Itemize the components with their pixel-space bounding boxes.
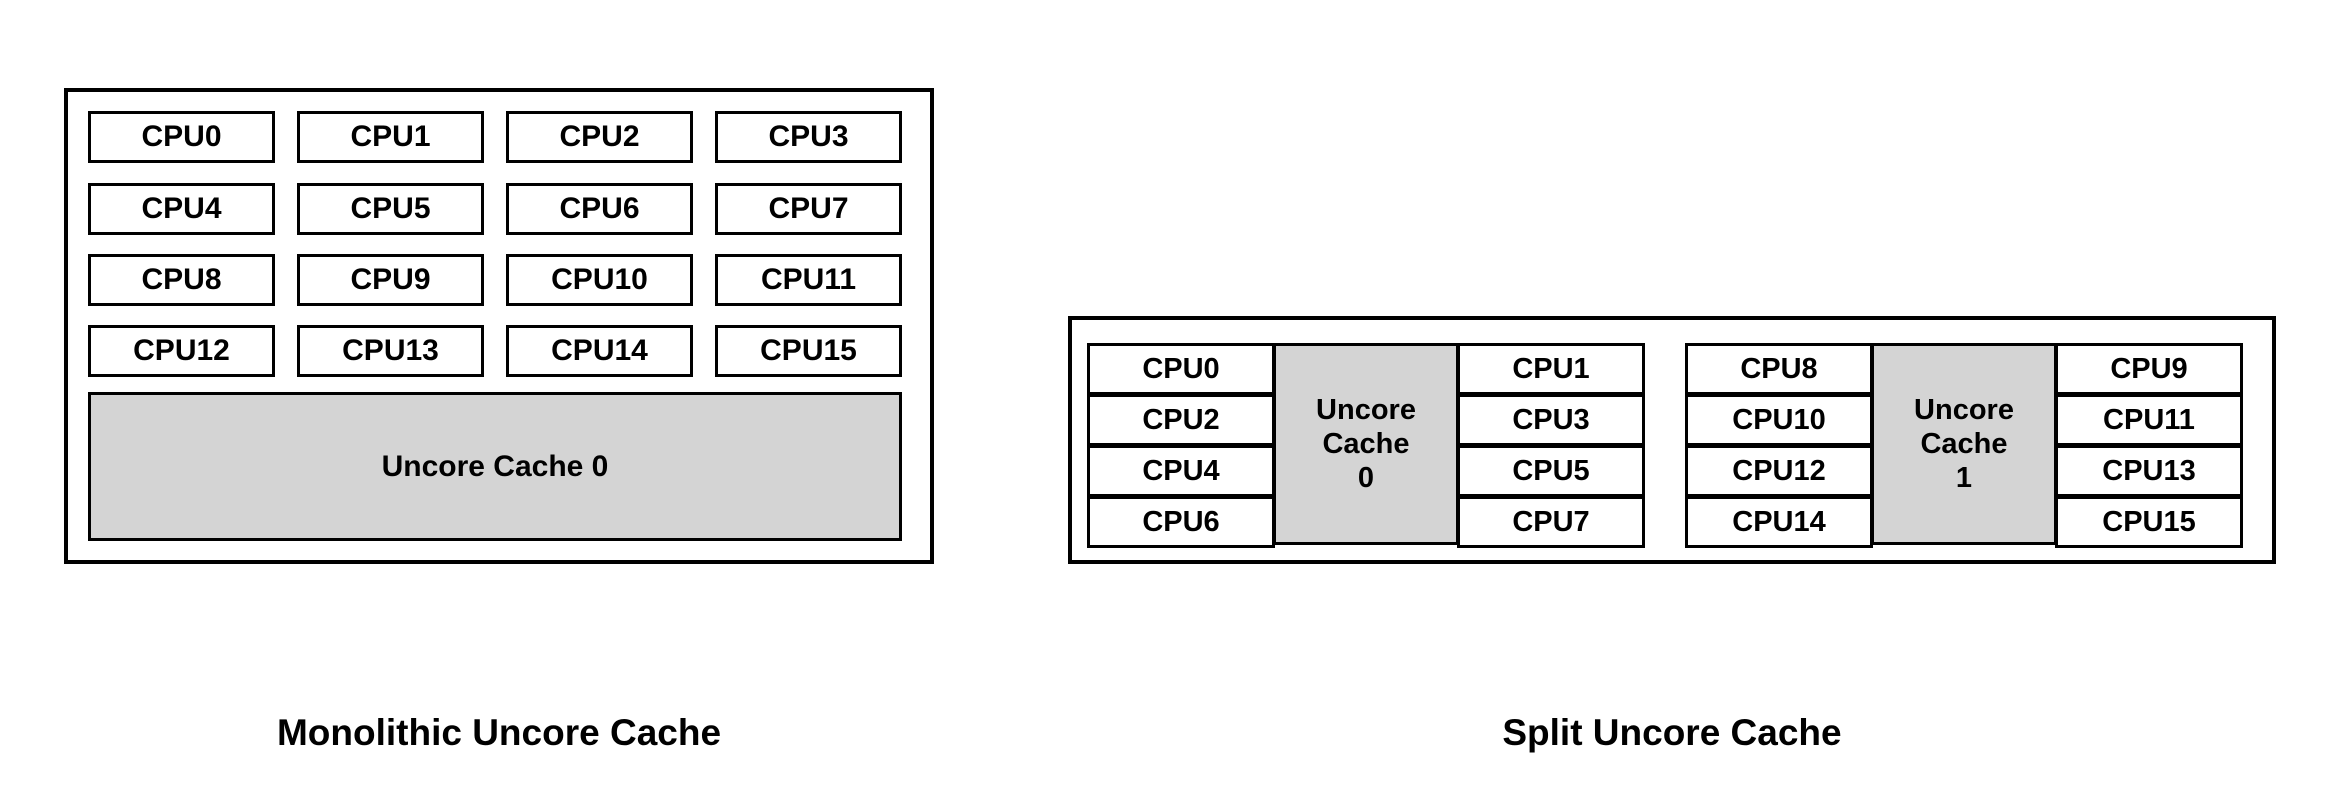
cpu-box[interactable]: CPU6 (506, 183, 693, 235)
cpu-box[interactable]: CPU2 (1087, 394, 1275, 446)
uncore-cache-index: 0 (1357, 462, 1375, 495)
cpu-box[interactable]: CPU7 (1457, 496, 1645, 548)
cpu-box[interactable]: CPU6 (1087, 496, 1275, 548)
cpu-box[interactable]: CPU7 (715, 183, 902, 235)
cpu-box[interactable]: CPU4 (1087, 445, 1275, 497)
split-chip-frame: CPU0 CPU2 CPU4 CPU6 Uncore Cache 0 CPU1 … (1068, 316, 2276, 564)
cpu-box[interactable]: CPU12 (88, 325, 275, 377)
cpu-box[interactable]: CPU8 (88, 254, 275, 306)
cpu-box[interactable]: CPU8 (1685, 343, 1873, 395)
monolithic-chip-frame: CPU0 CPU1 CPU2 CPU3 CPU4 CPU5 CPU6 CPU7 … (64, 88, 934, 564)
cpu-box[interactable]: CPU12 (1685, 445, 1873, 497)
cpu-box[interactable]: CPU1 (1457, 343, 1645, 395)
uncore-cache-label-line-2: Cache (1322, 427, 1410, 460)
uncore-cache-label-line-1: Uncore (1914, 393, 2014, 426)
uncore-cache-label-line-2: Cache (1920, 427, 2008, 460)
cpu-box[interactable]: CPU5 (1457, 445, 1645, 497)
cpu-box[interactable]: CPU13 (2055, 445, 2243, 497)
monolithic-figure-caption: Monolithic Uncore Cache (276, 712, 722, 753)
uncore-cache-label-line-1: Uncore (1316, 393, 1416, 426)
cpu-box[interactable]: CPU4 (88, 183, 275, 235)
cpu-box[interactable]: CPU14 (1685, 496, 1873, 548)
cpu-box[interactable]: CPU14 (506, 325, 693, 377)
cpu-box[interactable]: CPU3 (715, 111, 902, 163)
cpu-box[interactable]: CPU3 (1457, 394, 1645, 446)
uncore-cache-box[interactable]: Uncore Cache 0 (1273, 343, 1459, 545)
cpu-box[interactable]: CPU10 (1685, 394, 1873, 446)
cpu-box[interactable]: CPU15 (715, 325, 902, 377)
uncore-cache-box[interactable]: Uncore Cache 1 (1871, 343, 2057, 545)
cpu-box[interactable]: CPU2 (506, 111, 693, 163)
cpu-box[interactable]: CPU1 (297, 111, 484, 163)
uncore-cache-box[interactable]: Uncore Cache 0 (88, 392, 902, 541)
cpu-box[interactable]: CPU13 (297, 325, 484, 377)
cpu-box[interactable]: CPU5 (297, 183, 484, 235)
cpu-box[interactable]: CPU0 (88, 111, 275, 163)
cpu-box[interactable]: CPU9 (2055, 343, 2243, 395)
cpu-box[interactable]: CPU0 (1087, 343, 1275, 395)
uncore-cache-index: 1 (1955, 462, 1973, 495)
cpu-box[interactable]: CPU15 (2055, 496, 2243, 548)
cpu-box[interactable]: CPU10 (506, 254, 693, 306)
split-figure-caption: Split Uncore Cache (1502, 712, 1842, 753)
cpu-box[interactable]: CPU9 (297, 254, 484, 306)
cpu-box[interactable]: CPU11 (2055, 394, 2243, 446)
cpu-box[interactable]: CPU11 (715, 254, 902, 306)
